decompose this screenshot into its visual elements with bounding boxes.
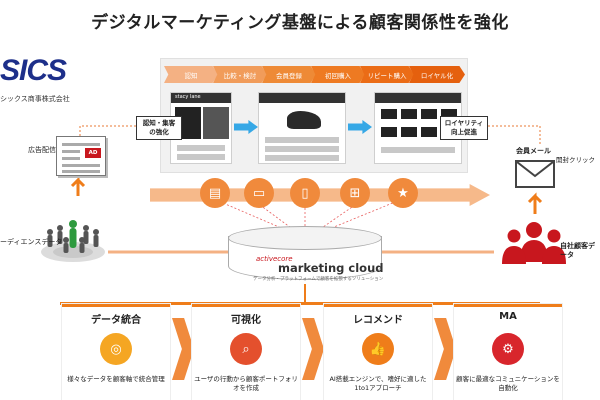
panel-title: 可視化 bbox=[231, 315, 261, 326]
activecore-mark: activecore bbox=[256, 255, 293, 263]
panels-top-bar bbox=[60, 302, 540, 305]
marketing-cloud-logo: marketing cloud bbox=[278, 261, 384, 275]
channel-mobile-icon: ▯ bbox=[290, 178, 320, 208]
doc-line bbox=[62, 143, 100, 146]
shot-header bbox=[171, 93, 231, 103]
audience-data-label: ーディエンスデータ bbox=[0, 238, 63, 246]
panel-title: MA bbox=[499, 311, 517, 322]
callout-awareness: 認知・集客の強化 bbox=[136, 116, 182, 140]
callout-loyalty: ロイヤリティ向上促進 bbox=[440, 116, 488, 140]
doc-line bbox=[62, 164, 100, 167]
shot-header bbox=[375, 93, 461, 103]
panel-title: データ統合 bbox=[91, 315, 141, 326]
ad-badge: AD bbox=[85, 148, 101, 158]
search-icon: ⌕ bbox=[230, 333, 262, 365]
connector-right bbox=[488, 125, 541, 146]
step-chevron bbox=[172, 318, 194, 380]
shot-row bbox=[381, 147, 455, 153]
brand-logo: SICS bbox=[0, 54, 67, 87]
doc-line bbox=[62, 150, 80, 153]
channel-cart-icon: ⊞ bbox=[340, 178, 370, 208]
panel-data-integration: データ統合 ◎ 様々なデータを顧客軸で統合管理 bbox=[62, 304, 170, 400]
shot-image bbox=[401, 127, 417, 137]
target-person-head bbox=[69, 220, 77, 228]
step-chevron bbox=[302, 318, 324, 380]
shot-row bbox=[265, 155, 339, 161]
panel-desc: ユーザの行動から顧客ポートフォリオを作成 bbox=[194, 375, 298, 393]
panel-title: レコメンド bbox=[353, 315, 403, 326]
funnel-stage-awareness: 認知 bbox=[164, 66, 218, 83]
gear-icon: ⚙ bbox=[492, 333, 524, 365]
ad-document-icon: AD bbox=[56, 136, 106, 176]
shot-row bbox=[177, 154, 225, 160]
funnel-stage-loyalty: ロイヤル化 bbox=[409, 66, 465, 83]
shot-image bbox=[381, 109, 397, 119]
funnel-stage-register: 会員登録 bbox=[262, 66, 316, 83]
shot-image bbox=[441, 109, 457, 119]
panel-visualization: 可視化 ⌕ ユーザの行動から顧客ポートフォリオを作成 bbox=[192, 304, 300, 400]
shot-image bbox=[421, 109, 437, 119]
member-mail-label: 会員メール bbox=[516, 147, 551, 155]
shot-image bbox=[401, 109, 417, 119]
audience-crowd-icon bbox=[41, 220, 105, 262]
channel-cart-star-icon: ★ bbox=[388, 178, 418, 208]
channel-doc-icon: ▤ bbox=[200, 178, 230, 208]
shot-image bbox=[287, 111, 321, 129]
doc-line bbox=[62, 170, 100, 173]
mail-icon bbox=[515, 160, 555, 188]
panel-ma: MA ⚙ 顧客に最適なコミュニケーションを自動化 bbox=[454, 304, 562, 400]
customer-group-icon bbox=[502, 222, 566, 264]
funnel-stage-repeat: リピート購入 bbox=[360, 66, 414, 83]
shot-row bbox=[177, 145, 225, 151]
funnel-stage-first-purchase: 初回購入 bbox=[311, 66, 365, 83]
doc-line bbox=[62, 157, 80, 160]
up-arrow-right bbox=[527, 192, 543, 214]
connector-left bbox=[79, 125, 136, 136]
marketing-cloud-subtitle: データ分析・プラットフォームで顧客を拡張するソリューション bbox=[253, 277, 384, 282]
envelope-flap bbox=[516, 161, 554, 178]
page-title: デジタルマーケティング基盤による顧客関係性を強化 bbox=[91, 13, 509, 33]
site-screenshot-2 bbox=[258, 92, 346, 164]
open-click-label: 開封クリック bbox=[556, 156, 595, 164]
panel-desc: AI搭載エンジンで、嗜好に適した1to1アプローチ bbox=[329, 375, 427, 393]
shot-row bbox=[265, 146, 339, 152]
channel-pc-icon: ▭ bbox=[244, 178, 274, 208]
company-name: シックス商事株式会社 bbox=[0, 95, 70, 103]
target-person-body bbox=[69, 228, 77, 248]
shot-brand-text: stacy lane bbox=[175, 94, 201, 100]
thumbs-up-icon: 👍 bbox=[362, 333, 394, 365]
flow-arrow-blue bbox=[348, 120, 372, 134]
shot-row bbox=[265, 137, 339, 143]
panel-recommend: レコメンド 👍 AI搭載エンジンで、嗜好に適した1to1アプローチ bbox=[324, 304, 432, 400]
database-icon: ◎ bbox=[100, 333, 132, 365]
panel-desc: 顧客に最適なコミュニケーションを自動化 bbox=[456, 375, 560, 393]
shot-header bbox=[259, 93, 345, 103]
up-arrow-left bbox=[70, 176, 86, 196]
ad-delivery-label: 広告配信 bbox=[28, 146, 56, 154]
shot-image bbox=[421, 127, 437, 137]
shot-image bbox=[203, 107, 229, 139]
funnel-stage-compare: 比較・検討 bbox=[213, 66, 267, 83]
own-customer-data-label: 自社顧客データ bbox=[560, 242, 595, 260]
database-cylinder-top bbox=[228, 226, 382, 250]
flow-arrow-blue bbox=[234, 120, 258, 134]
shot-image bbox=[381, 127, 397, 137]
panel-desc: 様々なデータを顧客軸で統合管理 bbox=[67, 375, 165, 383]
step-chevron bbox=[434, 318, 456, 380]
